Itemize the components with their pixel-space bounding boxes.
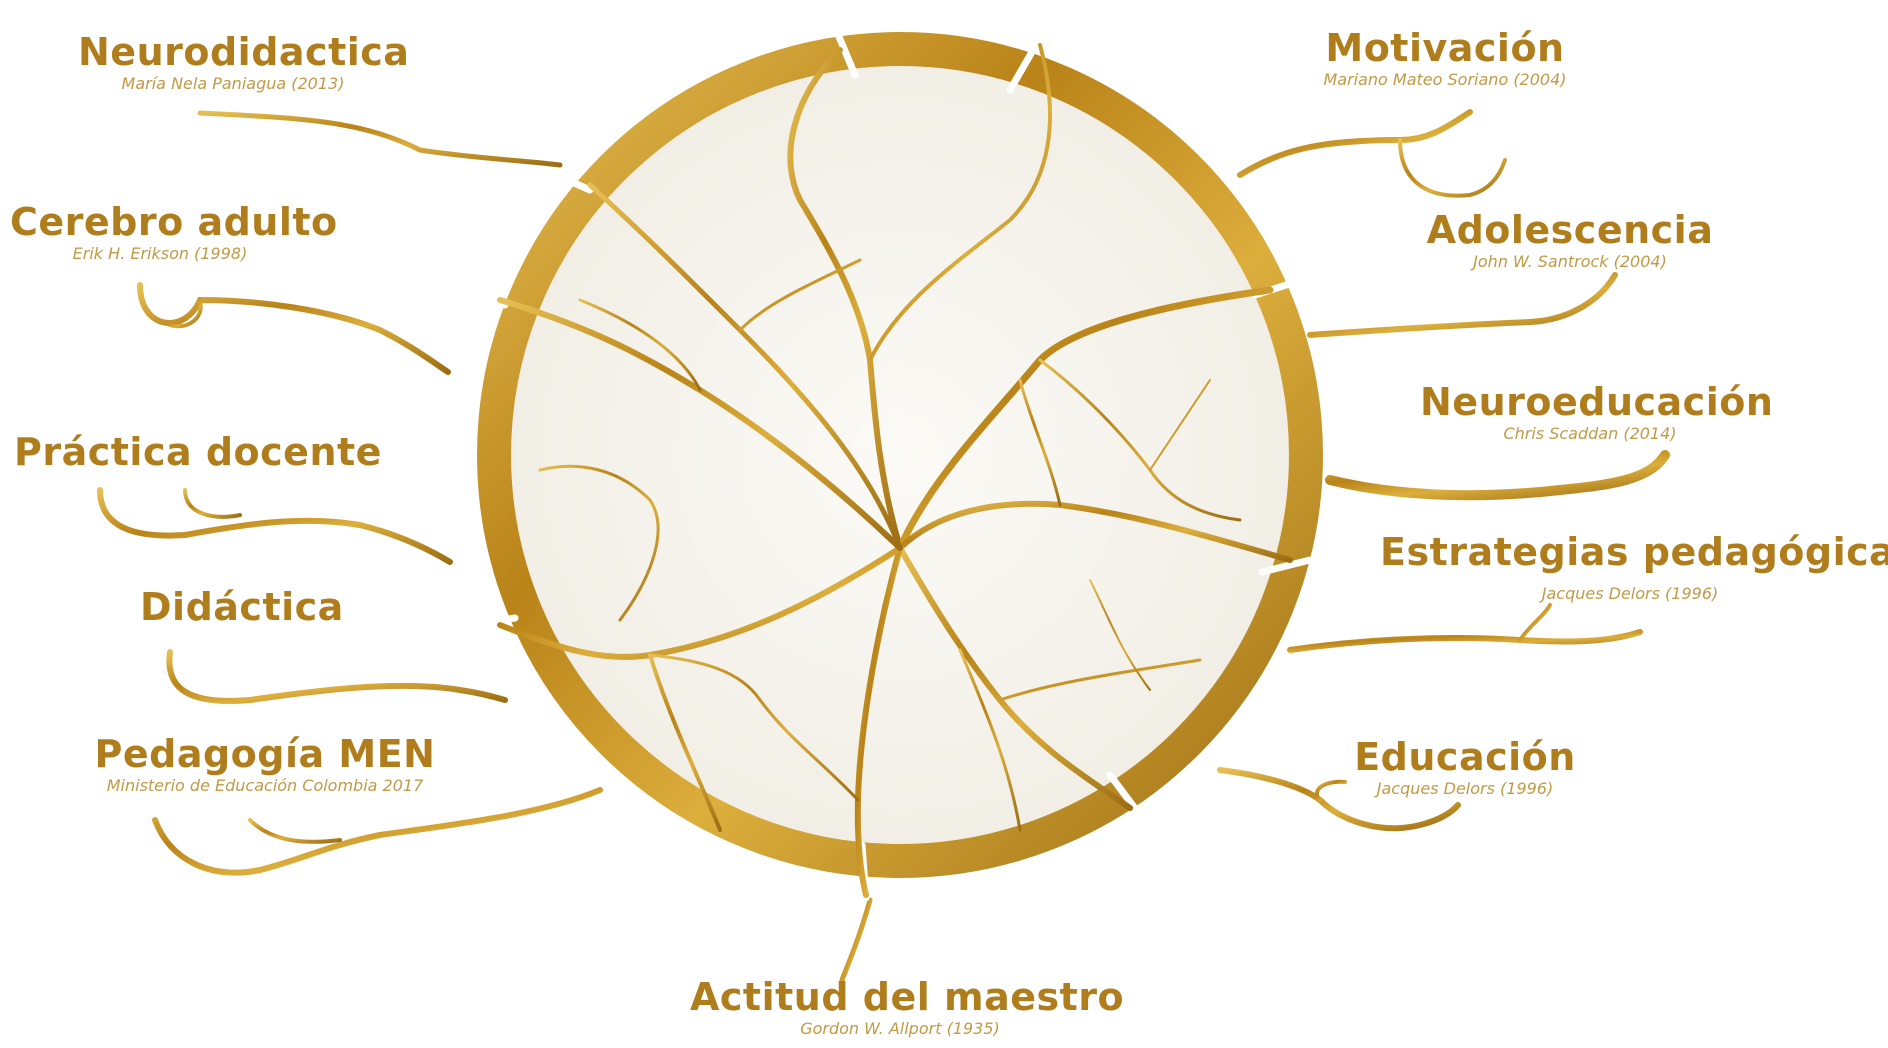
concept-neuroeducacion: Neuroeducación Chris Scaddan (2014) (1420, 380, 1760, 444)
concept-practica-docente: Práctica docente (14, 430, 354, 474)
concept-author: Jacques Delors (1996) (1380, 584, 1880, 604)
branch-pedagogia (155, 790, 600, 873)
concept-motivacion: Motivación Mariano Mateo Soriano (2004) (1295, 26, 1595, 90)
branch-neuroeducacion (1330, 455, 1665, 495)
concept-title: Neurodidactica (78, 30, 388, 74)
branch-pedagogia-twig (250, 820, 340, 842)
concept-author: Ministerio de Educación Colombia 2017 (90, 776, 440, 796)
concept-title: Práctica docente (14, 430, 354, 474)
branch-adolescencia (1310, 275, 1615, 335)
branch-estrategias (1290, 632, 1640, 650)
branch-practica-twig (185, 490, 240, 517)
concept-author: Gordon W. Allport (1935) (690, 1019, 1110, 1039)
concept-author: John W. Santrock (2004) (1420, 252, 1720, 272)
branch-practica (100, 490, 450, 562)
concept-pedagogia-men: Pedagogía MEN Ministerio de Educación Co… (90, 732, 440, 796)
branch-actitud (842, 900, 870, 980)
branch-motivacion (1240, 112, 1470, 175)
branch-motivacion-twig (1400, 140, 1505, 196)
branch-estrategias-twig (1520, 605, 1550, 640)
concept-author: Chris Scaddan (2014) (1420, 424, 1760, 444)
concept-title: Didáctica (140, 585, 360, 629)
concept-author: Jacques Delors (1996) (1330, 779, 1600, 799)
concept-didactica: Didáctica (140, 585, 360, 629)
concept-author: María Nela Paniagua (2013) (78, 74, 388, 94)
concept-author: Mariano Mateo Soriano (2004) (1295, 70, 1595, 90)
concept-title: Neuroeducación (1420, 380, 1760, 424)
concept-title: Actitud del maestro (690, 975, 1110, 1019)
concept-cerebro-adulto: Cerebro adulto Erik H. Erikson (1998) (10, 200, 310, 264)
concept-title: Estrategias pedagógicas (1380, 530, 1880, 574)
concept-estrategias: Estrategias pedagógicas Jacques Delors (… (1380, 530, 1880, 604)
concept-author: Erik H. Erikson (1998) (10, 244, 310, 264)
concept-neurodidactica: Neurodidactica María Nela Paniagua (2013… (78, 30, 388, 94)
concept-actitud: Actitud del maestro Gordon W. Allport (1… (690, 975, 1110, 1039)
concept-title: Pedagogía MEN (90, 732, 440, 776)
concept-title: Motivación (1295, 26, 1595, 70)
branch-didactica (169, 652, 505, 701)
concept-title: Educación (1330, 735, 1600, 779)
concept-title: Cerebro adulto (10, 200, 310, 244)
branch-neurodidactica (200, 113, 560, 165)
concept-educacion: Educación Jacques Delors (1996) (1330, 735, 1600, 799)
concept-adolescencia: Adolescencia John W. Santrock (2004) (1420, 208, 1720, 272)
concept-title: Adolescencia (1420, 208, 1720, 252)
branch-cerebro-adulto (140, 285, 448, 372)
